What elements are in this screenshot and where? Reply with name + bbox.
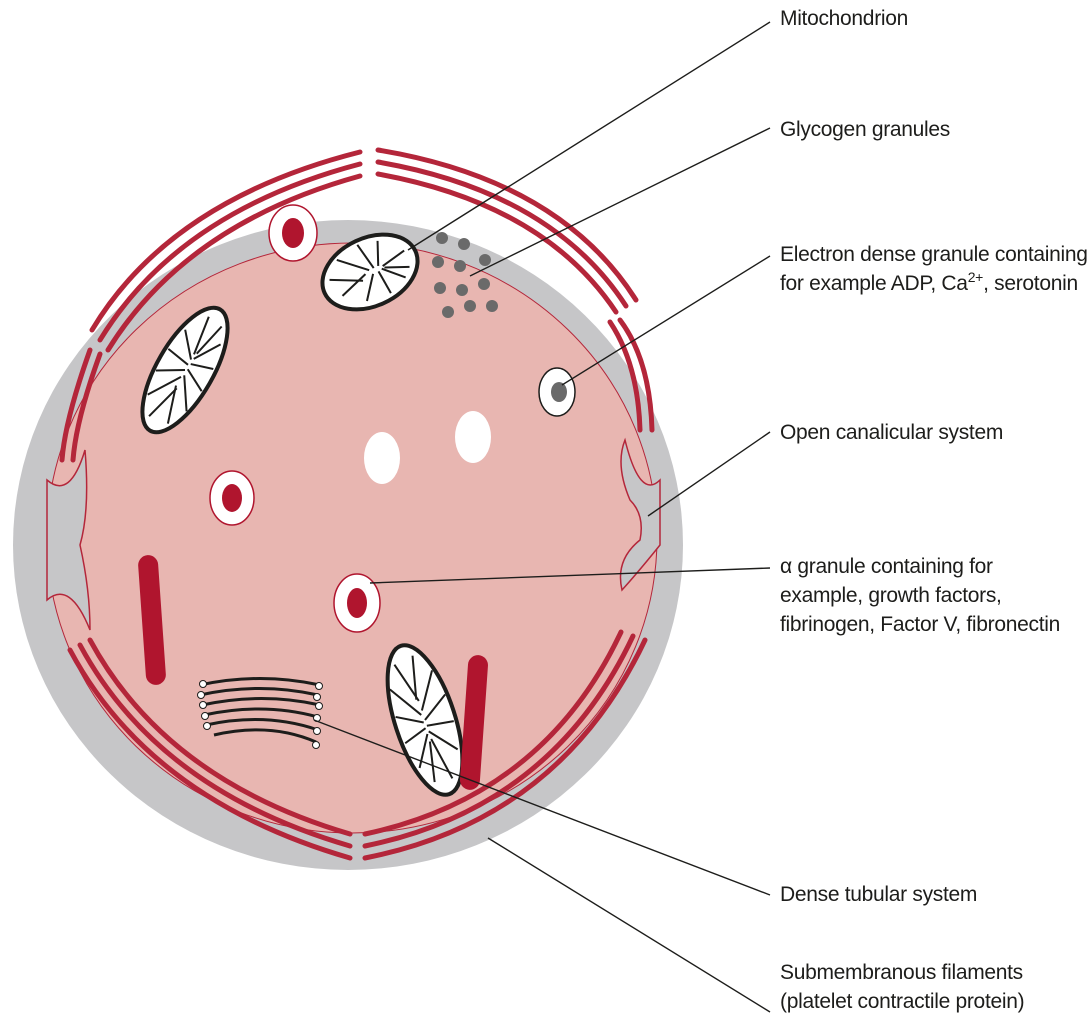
label-dense-granule-superscript: 2+	[968, 269, 983, 285]
label-dense-granule-line2-post: , serotonin	[983, 272, 1078, 295]
label-submembranous-line2: (platelet contractile protein)	[780, 987, 1024, 1016]
label-dense-granule-line1: Electron dense granule containing,	[780, 240, 1088, 269]
leader-mitochondrion	[408, 22, 770, 250]
label-mitochondrion-text: Mitochondrion	[780, 4, 908, 33]
leader-dense-granule	[562, 256, 770, 385]
label-submembranous-line1: Submembranous filaments	[780, 958, 1024, 987]
label-glycogen-text: Glycogen granules	[780, 115, 950, 144]
label-canalicular-text: Open canalicular system	[780, 418, 1003, 447]
label-dense-tubular-system: Dense tubular system	[780, 880, 977, 909]
label-open-canalicular-system: Open canalicular system	[780, 418, 1003, 447]
label-alpha-granule-line2: example, growth factors,	[780, 581, 1060, 610]
label-mitochondrion: Mitochondrion	[780, 4, 908, 33]
label-dense-granule-line2-pre: for example ADP, Ca	[780, 272, 968, 295]
label-alpha-granule-line1: α granule containing for	[780, 552, 1060, 581]
alpha-granule-top	[269, 205, 317, 261]
label-glycogen-granules: Glycogen granules	[780, 115, 950, 144]
leader-glycogen	[470, 128, 770, 276]
label-alpha-granule-line3: fibrinogen, Factor V, fibronectin	[780, 610, 1060, 639]
label-submembranous-filaments: Submembranous filaments (platelet contra…	[780, 958, 1024, 1016]
label-electron-dense-granule: Electron dense granule containing, for e…	[780, 240, 1088, 298]
alpha-granule-middle	[210, 471, 254, 525]
leader-submembranous	[488, 838, 770, 1012]
label-alpha-granule: α granule containing for example, growth…	[780, 552, 1060, 639]
label-dense-granule-line2: for example ADP, Ca2+, serotonin	[780, 269, 1088, 298]
dense-granule	[539, 368, 575, 416]
label-dense-tubular-text: Dense tubular system	[780, 880, 977, 909]
